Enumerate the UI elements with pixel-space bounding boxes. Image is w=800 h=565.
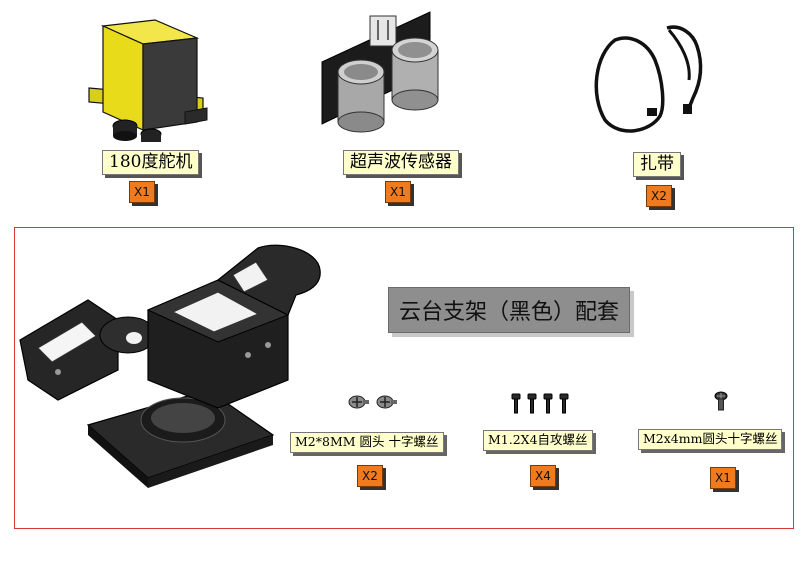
servo-illustration — [88, 19, 208, 142]
servo-name-label: 180度舵机 — [102, 150, 200, 175]
servo-qty-badge: X1 — [129, 181, 155, 203]
screw-m2x8-name-label: M2*8MM 圆头 十字螺丝 — [290, 432, 444, 453]
screw-m1-2x4-illustration — [511, 393, 569, 414]
screw-m2x4-illustration — [714, 391, 728, 411]
ultrasonic-name-label: 超声波传感器 — [343, 150, 459, 175]
ultrasonic-qty-badge: X1 — [385, 181, 411, 203]
screw-m2x8-2 — [376, 395, 397, 409]
pan-tilt-bracket-illustration — [19, 244, 321, 488]
bracket-kit-frame — [14, 227, 794, 529]
cable-tie-illustration — [594, 25, 703, 133]
bracket-kit-title: 云台支架（黑色）配套 — [388, 287, 631, 333]
screw-m2x8-illustration — [348, 395, 397, 409]
screw-m2x4-name-label: M2x4mm圆头十字螺丝 — [638, 429, 783, 450]
screw-m2x8-1 — [348, 395, 369, 409]
screw-m2x8-qty-badge: X2 — [357, 465, 383, 487]
cable-tie-qty-badge: X2 — [646, 185, 672, 207]
ultrasonic-sensor-illustration — [321, 11, 439, 133]
screw-m1-2x4-qty-badge: X4 — [530, 465, 556, 487]
screw-m1-2x4-name-label: M1.2X4自攻螺丝 — [483, 430, 593, 451]
screw-m2x4-qty-badge: X1 — [710, 467, 736, 489]
cable-tie-name-label: 扎带 — [633, 152, 681, 177]
